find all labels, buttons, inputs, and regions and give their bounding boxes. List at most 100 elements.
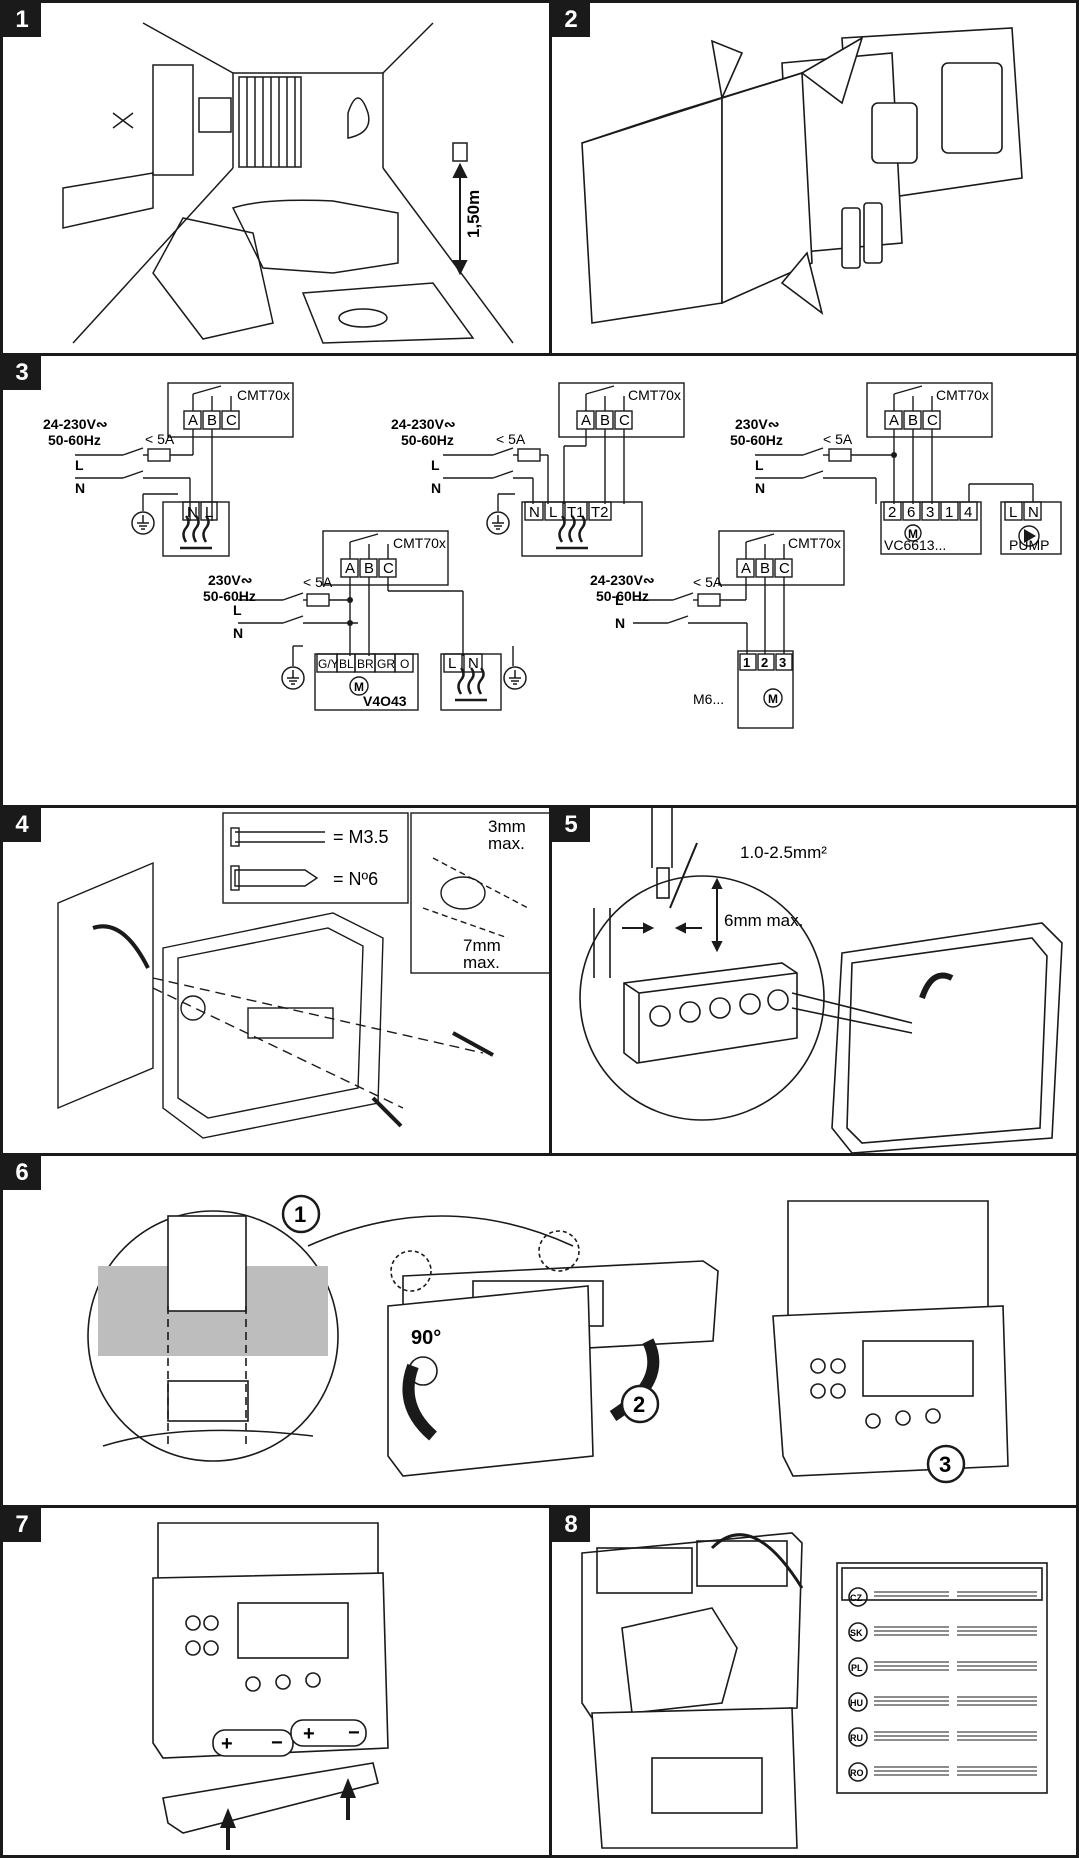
v4043-model-label: V4O43 (363, 693, 407, 709)
vc-motor-label: M (908, 527, 918, 541)
strip-length-label: 6mm max. (724, 911, 803, 930)
supply-label-a: 24-230V∾ (43, 416, 108, 432)
battery-plus-1: + (221, 1733, 233, 1755)
step-number-2: 2 (552, 3, 590, 37)
fuse-label-c: < 5A (823, 431, 853, 447)
panel-8-language-label: 8 CZ SK PL (549, 1505, 1079, 1858)
term-a-b: B (207, 412, 217, 429)
term-b-c: C (619, 412, 630, 429)
lang-code-pl: PL (851, 1663, 863, 1673)
device-label-d: CMT70x (393, 535, 446, 551)
nl-l-b: L (549, 504, 557, 521)
diagram-v4043 (238, 530, 514, 711)
vc-model-label: VC6613... (884, 537, 946, 553)
vc-term-1: 1 (945, 504, 953, 521)
step-number-6: 6 (3, 1156, 41, 1190)
fuse-label-e: < 5A (693, 574, 723, 590)
term-a-c: C (226, 412, 237, 429)
freq-label-a: 50-60Hz (48, 432, 101, 448)
m6-term-1: 1 (743, 655, 750, 670)
l-label-d: L (233, 602, 242, 618)
term-b-b: B (600, 412, 610, 429)
pump-l-label: L (1009, 504, 1017, 521)
supply-label-d: 230V∾ (208, 572, 252, 588)
m6-term-2: 2 (761, 655, 768, 670)
t2-label: T2 (591, 504, 609, 521)
term-d-c: C (383, 560, 394, 577)
m6-model-label: M6... (693, 691, 724, 707)
v4043-term-gy: G/Y (318, 657, 339, 671)
n-label-a: N (75, 480, 85, 496)
term-c-c: C (927, 412, 938, 429)
battery-plus-2: + (303, 1723, 315, 1745)
freq-label-c: 50-60Hz (730, 432, 783, 448)
supply-label-c: 230V∾ (735, 416, 779, 432)
screw-no6-label: = Nº6 (333, 869, 378, 889)
dim-3mm-max-label: max. (488, 834, 525, 853)
term-a-a: A (188, 412, 198, 429)
panel-2-unpack: 2 (549, 0, 1079, 356)
lang-code-ro: RO (850, 1768, 864, 1778)
v4043-term-br: BR (357, 657, 374, 671)
panel-6-attach-cover: 6 1 (0, 1153, 1079, 1508)
v4043-motor-label: M (354, 680, 364, 694)
device-label-e: CMT70x (788, 535, 841, 551)
m6-motor-label: M (768, 692, 778, 706)
nl-n-b: N (529, 504, 540, 521)
panel-5-wiring-terminal: 5 1.0-2.5mm² 6mm max. (549, 805, 1079, 1156)
pump-n-label: N (1028, 504, 1039, 521)
n-label-d: N (233, 625, 243, 641)
boiler-n-label: N (468, 655, 479, 672)
step-number-5: 5 (552, 808, 590, 842)
v4043-term-o: O (400, 657, 409, 671)
nl-n-a: N (187, 504, 198, 521)
screw-m35-label: = M3.5 (333, 827, 389, 847)
vc-term-3: 3 (926, 504, 934, 521)
fuse-label-b: < 5A (496, 431, 526, 447)
diagram-boiler-t1t2 (443, 382, 685, 557)
box-illustration (581, 27, 1023, 324)
supply-label-e: 24-230V∾ (590, 572, 655, 588)
n-label-e: N (615, 615, 625, 631)
m6-term-3: 3 (779, 655, 786, 670)
v4043-term-bl: BL (339, 657, 354, 671)
diagram-boiler (75, 382, 294, 557)
step-number-8: 8 (552, 1508, 590, 1542)
v4043-term-gr: GR (377, 657, 395, 671)
panel-3-wiring-diagrams: 3 (0, 353, 1079, 808)
panel-1-room: 1 1,50m (0, 0, 552, 356)
lang-code-sk: SK (850, 1628, 863, 1638)
pump-label: PUMP (1009, 537, 1049, 553)
freq-label-e: 50-60Hz (596, 588, 649, 604)
callout-2: 2 (633, 1392, 645, 1417)
freq-label-b: 50-60Hz (401, 432, 454, 448)
term-e-a: A (741, 560, 751, 577)
step-number-3: 3 (3, 356, 41, 390)
nl-l-a: L (205, 504, 213, 521)
term-c-a: A (889, 412, 899, 429)
t1-label: T1 (567, 504, 585, 521)
fuse-label-a: < 5A (145, 431, 175, 447)
step-number-4: 4 (3, 808, 41, 842)
diagram-vc6613-pump (755, 382, 1062, 555)
panel-7-batteries: 7 + − + − (0, 1505, 552, 1858)
term-b-a: A (581, 412, 591, 429)
freq-label-d: 50-60Hz (203, 588, 256, 604)
battery-minus-2: − (348, 1722, 360, 1744)
vc-term-4: 4 (964, 504, 972, 521)
dim-7mm-label: 7mm (463, 936, 501, 955)
term-e-c: C (779, 560, 790, 577)
term-e-b: B (760, 560, 770, 577)
fuse-label-d: < 5A (303, 574, 333, 590)
lang-code-hu: HU (850, 1698, 863, 1708)
device-label-a: CMT70x (237, 387, 290, 403)
step-number-1: 1 (3, 3, 41, 37)
diagram-m6 (633, 530, 845, 729)
n-label-c: N (755, 480, 765, 496)
l-label-a: L (75, 457, 84, 473)
device-label-c: CMT70x (936, 387, 989, 403)
callout-1: 1 (294, 1202, 306, 1227)
l-label-e: L (615, 592, 624, 608)
room-illustration: 1,50m (62, 22, 514, 344)
battery-minus-1: − (271, 1732, 283, 1754)
